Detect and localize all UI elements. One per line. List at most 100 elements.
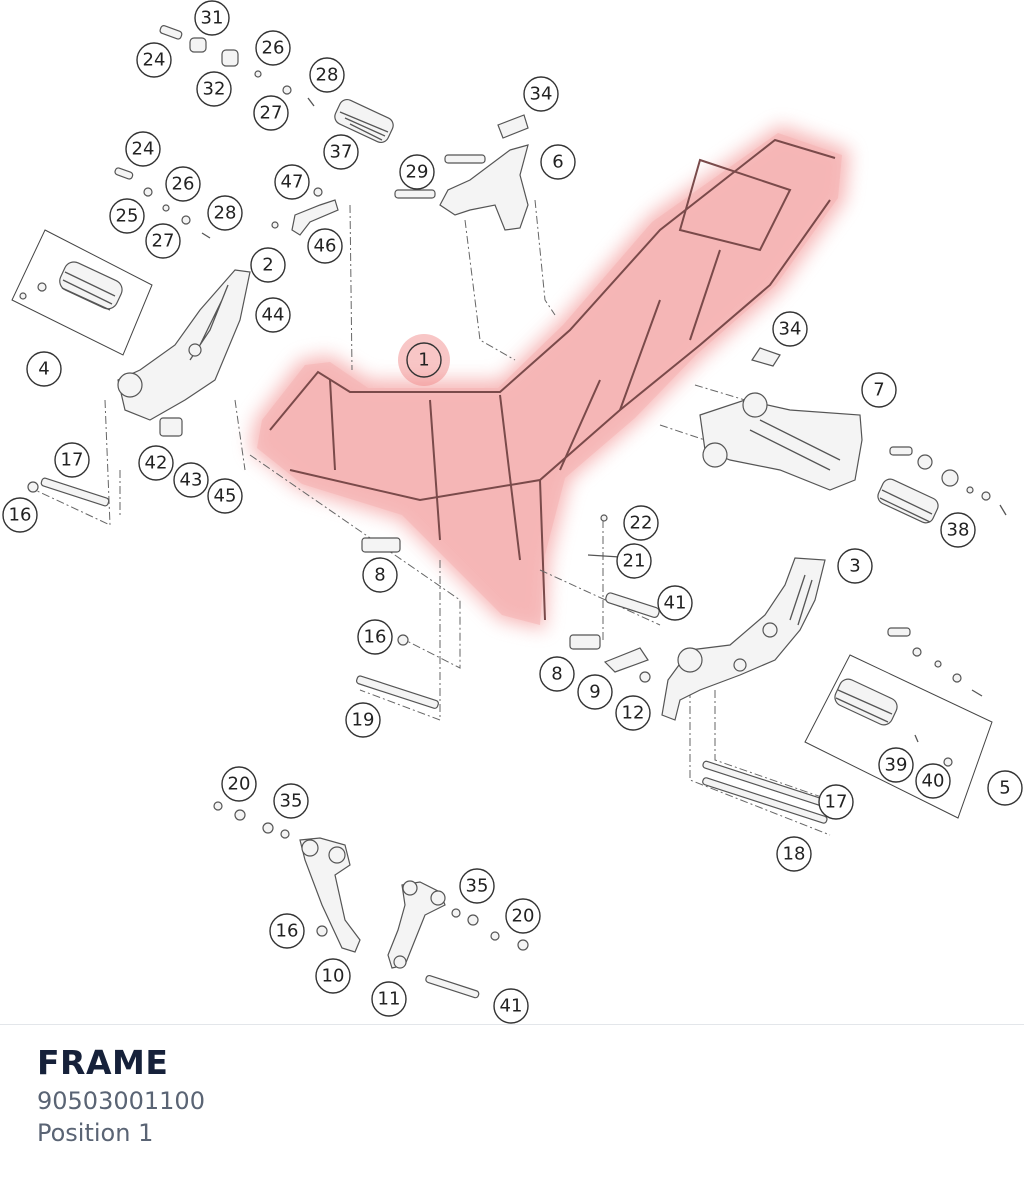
callout-5[interactable]: 5 bbox=[987, 770, 1023, 806]
callout-8[interactable]: 8 bbox=[362, 557, 398, 593]
callout-20[interactable]: 20 bbox=[505, 898, 541, 934]
leader-lines bbox=[34, 199, 831, 836]
callout-34[interactable]: 34 bbox=[523, 76, 559, 112]
callout-26[interactable]: 26 bbox=[165, 166, 201, 202]
callout-22[interactable]: 22 bbox=[623, 505, 659, 541]
callout-label: 32 bbox=[203, 79, 226, 100]
footpeg-assembly-5[interactable] bbox=[804, 627, 993, 819]
callout-11[interactable]: 11 bbox=[371, 981, 407, 1017]
callout-38[interactable]: 38 bbox=[940, 512, 976, 548]
part-number: 90503001100 bbox=[37, 1087, 205, 1115]
callout-label: 5 bbox=[999, 778, 1010, 799]
callout-21[interactable]: 21 bbox=[616, 543, 652, 579]
callout-label: 40 bbox=[922, 771, 945, 792]
callout-1-highlighted[interactable]: 1 bbox=[398, 334, 450, 386]
callout-46[interactable]: 46 bbox=[307, 228, 343, 264]
callout-31[interactable]: 31 bbox=[194, 0, 230, 36]
callout-16[interactable]: 16 bbox=[2, 497, 38, 533]
callout-2[interactable]: 2 bbox=[250, 247, 286, 283]
callout-label: 8 bbox=[551, 664, 562, 685]
callout-9[interactable]: 9 bbox=[577, 674, 613, 710]
callout-label: 38 bbox=[947, 520, 970, 541]
callout-label: 4 bbox=[38, 359, 49, 380]
callout-10[interactable]: 10 bbox=[315, 958, 351, 994]
callout-label: 43 bbox=[180, 470, 203, 491]
callout-label: 10 bbox=[322, 966, 345, 987]
callout-label: 28 bbox=[214, 203, 237, 224]
callout-label: 20 bbox=[512, 906, 535, 927]
callout-16[interactable]: 16 bbox=[357, 619, 393, 655]
callout-18[interactable]: 18 bbox=[776, 836, 812, 872]
callout-8[interactable]: 8 bbox=[539, 656, 575, 692]
footrest-bracket-left-2[interactable] bbox=[117, 269, 251, 437]
callout-label: 25 bbox=[116, 206, 139, 227]
exploded-parts-diagram: 3124322627283437629242647252827462443447… bbox=[2, 0, 1023, 1024]
rear-bracket-6[interactable] bbox=[394, 114, 529, 231]
callout-label: 21 bbox=[623, 551, 646, 572]
callout-label: 11 bbox=[378, 989, 401, 1010]
callout-4[interactable]: 4 bbox=[26, 351, 62, 387]
callout-34[interactable]: 34 bbox=[772, 311, 808, 347]
footpeg-hardware-front-left bbox=[114, 25, 394, 239]
callout-label: 9 bbox=[589, 682, 600, 703]
callout-label: 37 bbox=[330, 142, 353, 163]
callout-41[interactable]: 41 bbox=[657, 585, 693, 621]
callout-label: 18 bbox=[783, 844, 806, 865]
main-frame-highlight[interactable] bbox=[250, 125, 850, 630]
callout-24[interactable]: 24 bbox=[136, 42, 172, 78]
callout-20[interactable]: 20 bbox=[221, 766, 257, 802]
callout-43[interactable]: 43 bbox=[173, 462, 209, 498]
callout-26[interactable]: 26 bbox=[255, 30, 291, 66]
callout-27[interactable]: 27 bbox=[145, 223, 181, 259]
bracket-46[interactable] bbox=[271, 187, 339, 236]
callout-42[interactable]: 42 bbox=[138, 445, 174, 481]
callout-32[interactable]: 32 bbox=[196, 71, 232, 107]
callout-label: 20 bbox=[228, 774, 251, 795]
callout-28[interactable]: 28 bbox=[309, 57, 345, 93]
callout-label: 17 bbox=[61, 450, 84, 471]
callout-label: 17 bbox=[825, 792, 848, 813]
callout-25[interactable]: 25 bbox=[109, 198, 145, 234]
callout-17[interactable]: 17 bbox=[54, 442, 90, 478]
callout-16[interactable]: 16 bbox=[269, 913, 305, 949]
callout-label: 42 bbox=[145, 453, 168, 474]
callout-41[interactable]: 41 bbox=[493, 988, 529, 1024]
callout-29[interactable]: 29 bbox=[399, 154, 435, 190]
footpeg-assembly-4[interactable] bbox=[11, 229, 153, 356]
callout-47[interactable]: 47 bbox=[274, 164, 310, 200]
callout-label: 41 bbox=[664, 593, 687, 614]
callout-label: 16 bbox=[364, 627, 387, 648]
callout-label: 27 bbox=[152, 231, 175, 252]
callout-label: 34 bbox=[779, 319, 802, 340]
callout-7[interactable]: 7 bbox=[861, 372, 897, 408]
callout-6[interactable]: 6 bbox=[540, 144, 576, 180]
callout-label: 6 bbox=[552, 152, 563, 173]
footrest-bracket-right-3[interactable] bbox=[661, 557, 826, 721]
axles-and-bolts bbox=[27, 477, 838, 999]
callout-label: 45 bbox=[214, 486, 237, 507]
part-position: Position 1 bbox=[37, 1119, 154, 1147]
callout-label: 39 bbox=[885, 755, 908, 776]
callout-17[interactable]: 17 bbox=[818, 784, 854, 820]
callout-27[interactable]: 27 bbox=[253, 95, 289, 131]
callout-19[interactable]: 19 bbox=[345, 702, 381, 738]
callout-37[interactable]: 37 bbox=[323, 134, 359, 170]
callout-12[interactable]: 12 bbox=[615, 695, 651, 731]
callout-45[interactable]: 45 bbox=[207, 478, 243, 514]
callout-label: 34 bbox=[530, 84, 553, 105]
callout-label: 16 bbox=[9, 505, 32, 526]
footrest-bracket-right-7[interactable] bbox=[699, 347, 1007, 525]
callout-24[interactable]: 24 bbox=[125, 131, 161, 167]
callout-35[interactable]: 35 bbox=[459, 868, 495, 904]
callout-3[interactable]: 3 bbox=[837, 548, 873, 584]
callout-39[interactable]: 39 bbox=[878, 747, 914, 783]
callout-label: 3 bbox=[849, 556, 860, 577]
callout-40[interactable]: 40 bbox=[915, 763, 951, 799]
callout-label: 31 bbox=[201, 8, 224, 29]
link-11[interactable] bbox=[387, 880, 529, 969]
callout-35[interactable]: 35 bbox=[273, 783, 309, 819]
callout-label: 35 bbox=[466, 876, 489, 897]
callout-28[interactable]: 28 bbox=[207, 195, 243, 231]
callout-44[interactable]: 44 bbox=[255, 297, 291, 333]
link-10[interactable] bbox=[213, 801, 361, 953]
